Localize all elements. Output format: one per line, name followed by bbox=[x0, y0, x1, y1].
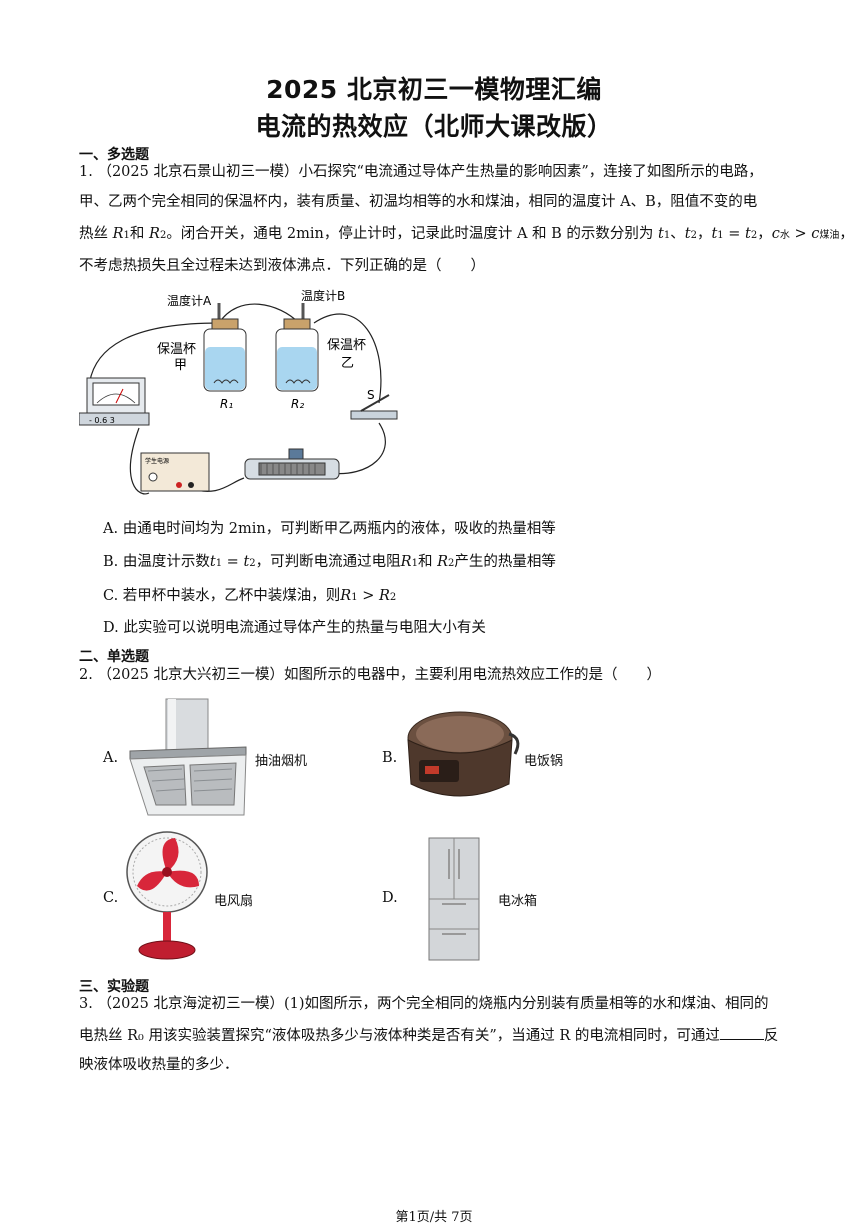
power-supply-icon: 学生电源 bbox=[140, 452, 210, 492]
option-label: 电冰箱 bbox=[498, 894, 538, 909]
cup-a-label: 保温杯 bbox=[157, 342, 196, 357]
option-letter[interactable]: D. bbox=[382, 890, 398, 906]
cup-b-label: 乙 bbox=[341, 356, 354, 371]
r2-label: R₂ bbox=[291, 397, 304, 411]
question-text: 不考虑热损失且全过程未达到液体沸点．下列正确的是（ ） bbox=[79, 258, 485, 274]
circuit-diagram: - 0.6 3 温度计A 温度计B 保温杯 甲 保温杯 乙 R₁ R₂ S 学生… bbox=[79, 288, 398, 495]
range-hood-icon[interactable] bbox=[128, 697, 250, 817]
option-d[interactable]: D. 此实验可以说明电流通过导体产生的热量与电阻大小有关 bbox=[103, 620, 486, 636]
option-a[interactable]: A. 由通电时间均为 2min，可判断甲乙两瓶内的液体，吸收的热量相等 bbox=[103, 521, 556, 537]
question-text: 热丝 R1和 R2。闭合开关，通电 2min，停止计时，记录此时温度计 A 和 … bbox=[79, 226, 854, 242]
cup-b-label: 保温杯 bbox=[327, 338, 366, 353]
option-letter[interactable]: A. bbox=[103, 750, 119, 766]
question-text: 电热丝 R₀ 用该实验装置探究“液体吸热多少与液体种类是否有关”，当通过 R 的… bbox=[79, 1025, 778, 1046]
rice-cooker-icon[interactable] bbox=[405, 708, 523, 806]
switch-icon bbox=[350, 394, 398, 420]
cup-b-icon bbox=[275, 318, 319, 392]
cup-a-label: 甲 bbox=[174, 358, 187, 373]
rheostat-icon bbox=[244, 448, 340, 480]
option-label: 电饭锅 bbox=[524, 754, 564, 769]
cup-a-icon bbox=[203, 318, 247, 392]
option-b[interactable]: B. 由温度计示数t1 = t2，可判断电流通过电阻R1和 R2产生的热量相等 bbox=[103, 554, 556, 570]
option-c[interactable]: C. 若甲杯中装水，乙杯中装煤油，则R1 > R2 bbox=[103, 588, 397, 604]
section-heading: 二、单选题 bbox=[79, 649, 149, 665]
option-label: 电风扇 bbox=[214, 894, 254, 909]
power-supply-label: 学生电源 bbox=[145, 457, 169, 465]
refrigerator-icon[interactable] bbox=[428, 837, 480, 961]
thermometer-b-label: 温度计B bbox=[301, 288, 345, 303]
ammeter-icon: - 0.6 3 bbox=[79, 377, 150, 426]
question-text: 甲、乙两个完全相同的保温杯内，装有质量、初温均相等的水和煤油，相同的温度计 A、… bbox=[79, 194, 758, 210]
question-text: 2. （2025 北京大兴初三一模）如图所示的电器中，主要利用电流热效应工作的是… bbox=[79, 667, 661, 683]
question-text: 映液体吸收热量的多少． bbox=[79, 1057, 239, 1073]
question-text: 1. （2025 北京石景山初三一模）小石探究“电流通过导体产生热量的影响因素”… bbox=[79, 164, 763, 180]
option-letter[interactable]: B. bbox=[382, 750, 398, 766]
option-letter[interactable]: C. bbox=[103, 890, 119, 906]
answer-blank[interactable] bbox=[719, 1025, 764, 1040]
thermometer-a-label: 温度计A bbox=[167, 293, 212, 308]
page-footer: 第1页/共 7页 bbox=[395, 1210, 473, 1225]
r1-label: R₁ bbox=[220, 397, 233, 411]
meter-scale-label: - 0.6 3 bbox=[89, 416, 115, 425]
option-label: 抽油烟机 bbox=[255, 754, 308, 769]
doc-subtitle: 电流的热效应（北师大课改版） bbox=[255, 112, 613, 141]
electric-fan-icon[interactable] bbox=[125, 830, 211, 962]
doc-title: 2025 北京初三一模物理汇编 bbox=[266, 75, 602, 104]
question-text: 3. （2025 北京海淀初三一模）(1)如图所示，两个完全相同的烧瓶内分别装有… bbox=[79, 996, 769, 1012]
section-heading: 一、多选题 bbox=[79, 147, 149, 163]
section-heading: 三、实验题 bbox=[79, 979, 149, 995]
switch-label: S bbox=[367, 388, 375, 402]
